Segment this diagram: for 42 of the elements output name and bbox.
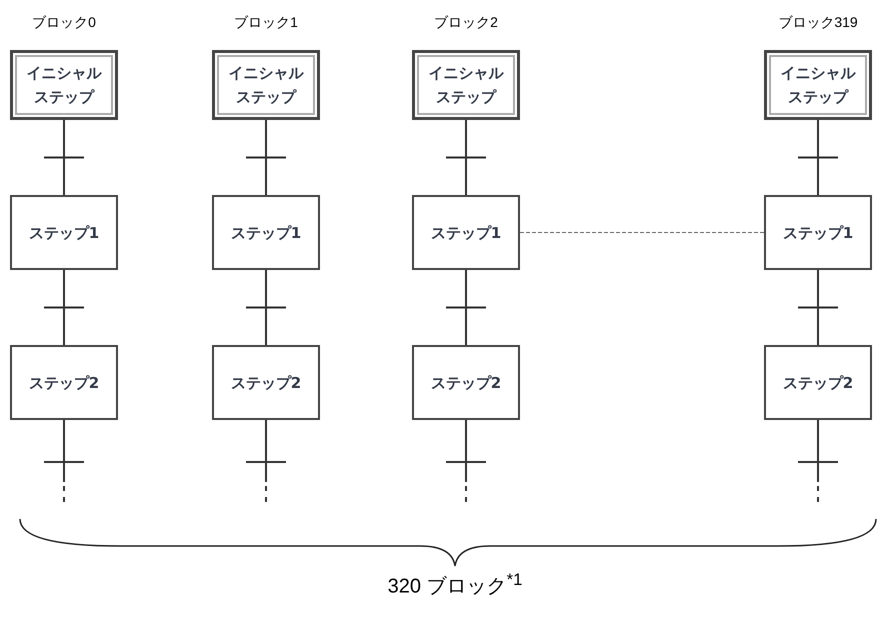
initial-step-box bbox=[212, 50, 320, 120]
step-box bbox=[10, 345, 118, 420]
step-box bbox=[212, 345, 320, 420]
connector-line bbox=[265, 270, 267, 345]
connector-line bbox=[817, 420, 819, 482]
connector-line bbox=[63, 270, 65, 345]
block-heading: ブロック319 bbox=[778, 14, 858, 32]
step-label: ステップ1 bbox=[230, 222, 302, 244]
step-label: ステップ2 bbox=[230, 372, 302, 394]
step-label: ステップ1 bbox=[430, 222, 502, 244]
connector-line bbox=[265, 120, 267, 195]
step-box bbox=[764, 195, 872, 270]
step-box bbox=[212, 195, 320, 270]
connector-line bbox=[465, 270, 467, 345]
step-label: ステップ2 bbox=[28, 372, 100, 394]
connector-line bbox=[465, 120, 467, 195]
connector-line bbox=[465, 420, 467, 482]
step-label: ステップ1 bbox=[28, 222, 100, 244]
step-box bbox=[412, 195, 520, 270]
connector-line bbox=[817, 120, 819, 195]
initial-step-box bbox=[764, 50, 872, 120]
block-heading: ブロック1 bbox=[234, 14, 298, 32]
step-box bbox=[412, 345, 520, 420]
block-heading: ブロック2 bbox=[434, 14, 498, 32]
connector-line bbox=[63, 120, 65, 195]
step-label: イニシャルステップ bbox=[780, 63, 857, 108]
block-heading: ブロック0 bbox=[32, 14, 96, 32]
connector-line bbox=[63, 420, 65, 482]
step-label: ステップ2 bbox=[782, 372, 854, 394]
step-box bbox=[10, 195, 118, 270]
connector-line bbox=[817, 270, 819, 345]
step-label: ステップ2 bbox=[430, 372, 502, 394]
step-label: ステップ1 bbox=[782, 222, 854, 244]
connector-line bbox=[265, 420, 267, 482]
initial-step-box bbox=[10, 50, 118, 120]
step-label: イニシャルステップ bbox=[26, 63, 103, 108]
step-label: イニシャルステップ bbox=[428, 63, 505, 108]
connector-line bbox=[520, 232, 764, 233]
initial-step-box bbox=[412, 50, 520, 120]
step-box bbox=[764, 345, 872, 420]
block-count-label: 320 ブロック$^{*1}$ bbox=[388, 570, 522, 600]
step-label: イニシャルステップ bbox=[228, 63, 305, 108]
